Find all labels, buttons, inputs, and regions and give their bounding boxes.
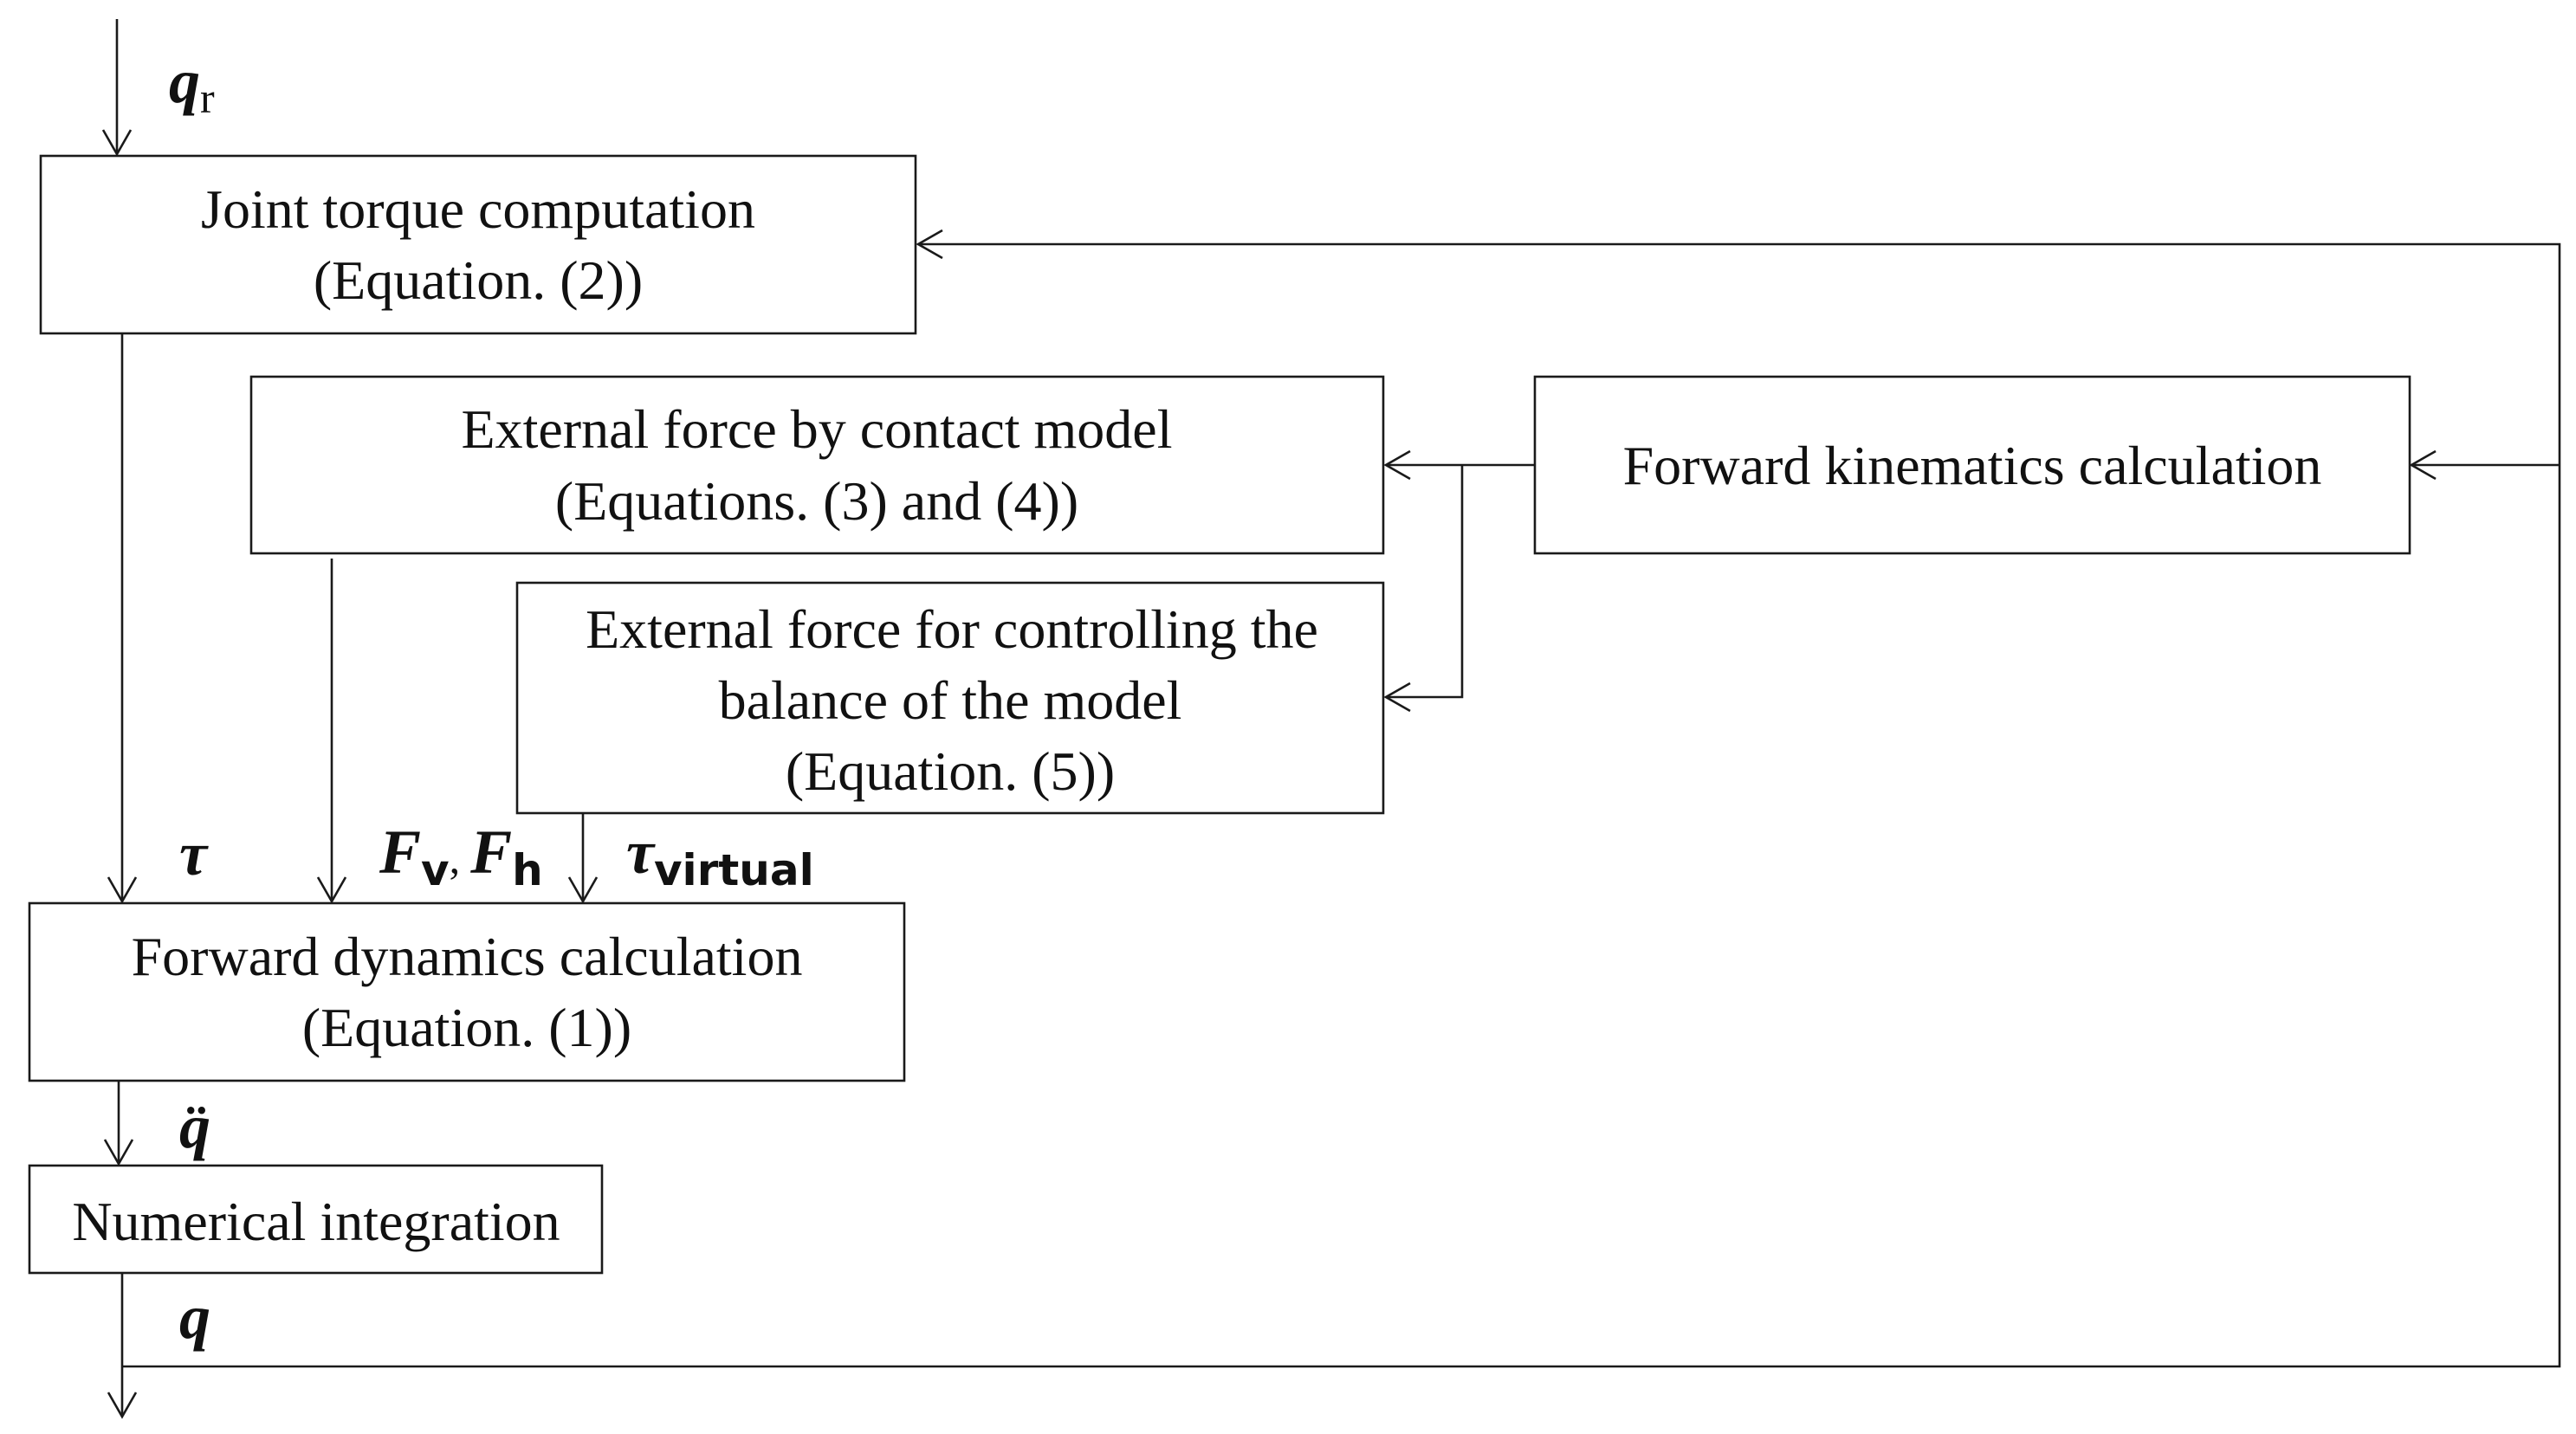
joint-torque-equation: (Equation. (2)) <box>314 249 643 311</box>
arrow-qr-input <box>101 19 133 157</box>
arrow-tau <box>107 333 138 904</box>
arrow-qddot <box>103 1081 134 1166</box>
forward-dynamics-equation: (Equation. (1)) <box>302 997 631 1058</box>
signal-qddot: q̈ <box>179 1092 210 1161</box>
numerical-integration-title: Numerical integration <box>72 1191 560 1252</box>
signal-fv-fh: Fv,Fh <box>379 817 543 895</box>
arrow-contact-forces <box>316 559 347 904</box>
forward-kinematics-title: Forward kinematics calculation <box>1623 435 2322 496</box>
forward-dynamics-block: Forward dynamics calculation (Equation. … <box>28 901 906 1082</box>
signal-tau-virtual: τvirtual <box>626 817 814 895</box>
joint-torque-title: Joint torque computation <box>201 178 755 240</box>
signal-tau: τ <box>179 819 209 888</box>
joint-torque-block: Joint torque computation (Equation. (2)) <box>39 154 917 335</box>
forward-kinematics-block: Forward kinematics calculation <box>1533 375 2411 555</box>
signal-qr: qr <box>169 47 215 122</box>
feedback-loop <box>122 229 2561 1368</box>
forward-dynamics-title: Forward dynamics calculation <box>132 926 803 987</box>
arrow-q-output <box>107 1273 138 1419</box>
arrow-tau-virtual <box>567 813 599 904</box>
balance-control-title: External force for controlling the <box>586 598 1318 660</box>
numerical-integration-block: Numerical integration <box>28 1164 604 1275</box>
contact-model-block: External force by contact model (Equatio… <box>249 375 1385 555</box>
arrow-kinematics-split <box>1383 449 1535 713</box>
balance-control-subtitle: balance of the model <box>719 669 1182 731</box>
contact-model-title: External force by contact model <box>462 398 1173 460</box>
signal-q: q <box>179 1282 210 1352</box>
balance-control-block: External force for controlling the balan… <box>515 581 1385 815</box>
contact-model-equation: (Equations. (3) and (4)) <box>555 470 1078 532</box>
balance-control-equation: (Equation. (5)) <box>786 740 1115 802</box>
